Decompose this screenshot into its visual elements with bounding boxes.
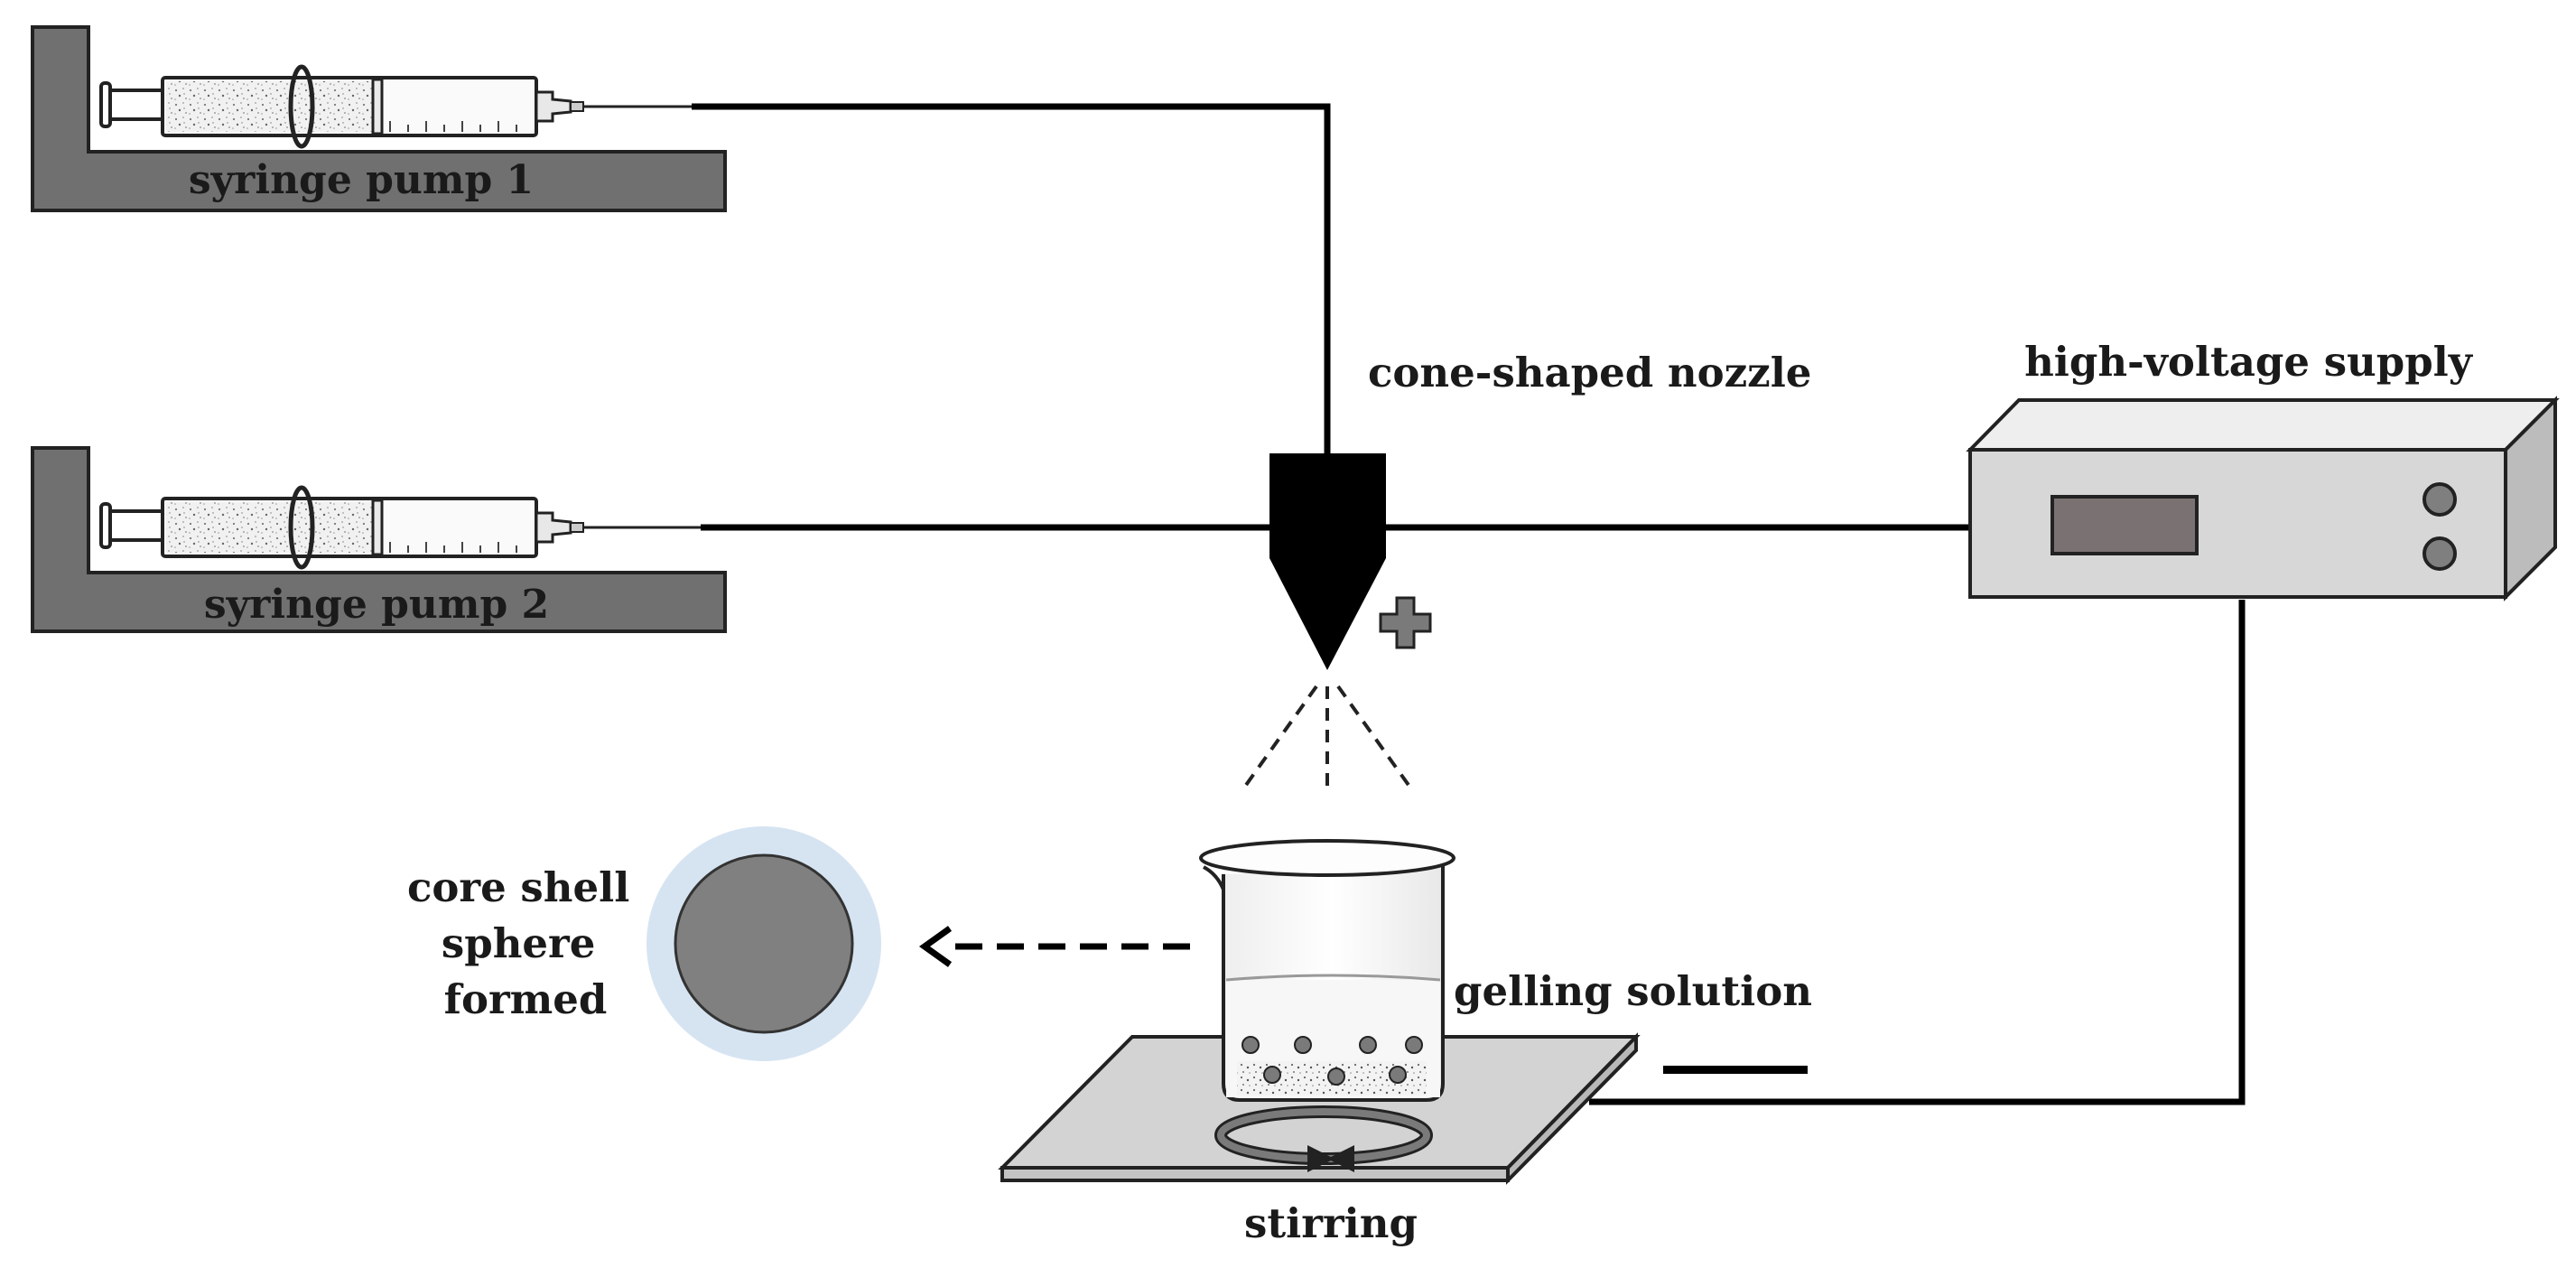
plus-sign-icon [1379,596,1432,649]
pump-2-stand [31,446,727,633]
minus-sign-icon [1663,1066,1808,1074]
syringe-1 [99,64,695,149]
supply-front [1968,448,2507,599]
spray-cone [1242,685,1412,789]
supply-display [2051,495,2199,555]
beads [1242,1036,1423,1086]
pump-2-label: syringe pump 2 [204,582,549,628]
beaker [1199,839,1455,1102]
pump-1-label: syringe pump 1 [189,157,534,203]
connection-lines [692,103,2246,1105]
stirring-arrow-icon [1214,1105,1433,1172]
stirring-plate [998,1032,1641,1185]
stirring-label: stirring [1244,1199,1418,1247]
syringe-pump-1: syringe pump 1 [31,25,727,212]
beaker-spout [1203,865,1225,890]
supply-top [1966,398,2560,452]
sphere-label-line-2: sphere [442,919,596,967]
sphere-core [674,853,854,1034]
nozzle-label: cone-shaped nozzle [1368,349,1811,396]
pump-1-stand [31,25,727,212]
syringe-2 [99,485,704,570]
wire-supply-to-plate [1589,600,2246,1105]
beaker-rim [1199,839,1455,877]
supply-label: high-voltage supply [2024,338,2474,386]
gelling-solution-label: gelling solution [1454,967,1812,1015]
cone-shaped-nozzle [1269,453,1386,670]
supply-knob-bottom [2423,536,2457,571]
tube-pump-1-to-nozzle [692,103,1331,456]
supply-knob-top [2423,482,2457,517]
high-voltage-supply [1966,396,2560,601]
dashed-arrow [918,926,1190,967]
sphere-label-line-3: formed [444,975,608,1023]
sphere-label-line-1: core shell [407,863,629,911]
syringe-pump-2: syringe pump 2 [31,446,727,633]
sphere-label: core shell sphere formed [407,863,644,1023]
core-shell-sphere [646,826,881,1061]
plate-front [1000,1166,1510,1182]
arrow-left-icon [918,926,953,967]
